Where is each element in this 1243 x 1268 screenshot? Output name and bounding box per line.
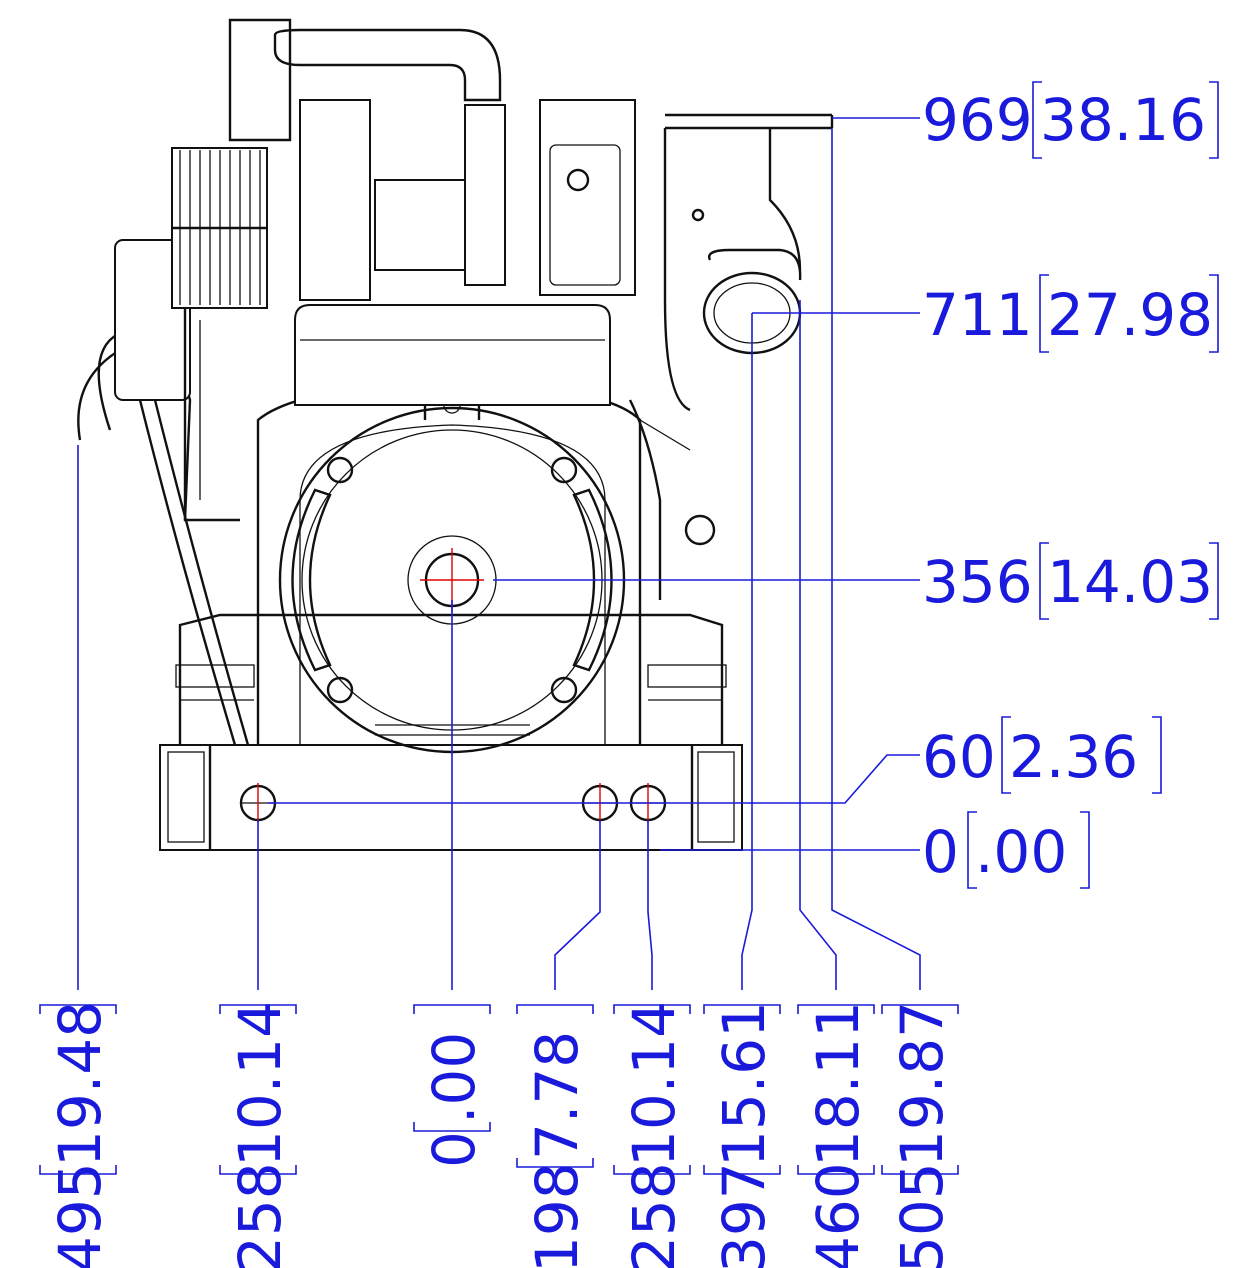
dim-495-mm: 495 [46,1162,114,1268]
dim-969-inch: 38.16 [1040,86,1206,154]
dim-505-mm: 505 [888,1162,956,1268]
dimension-0-horizontal: 0 .00 [922,811,1090,889]
exhaust-elbow [663,113,834,412]
dimension-198: 198 7.78 [516,1004,594,1268]
dim-0-h-mm: 0 [922,818,959,886]
dimension-258-left: 258 10.14 [219,1001,297,1268]
dim-0-v-mm: 0 [420,1131,488,1168]
dimension-0-vertical: 0 .00 [413,1004,491,1168]
dim-505-inch: 19.87 [888,1001,956,1167]
dim-60-mm: 60 [922,723,996,791]
dim-495-inch: 19.48 [46,1001,114,1167]
dim-397-inch: 15.61 [710,1001,778,1167]
dimension-60: 60 2.36 [922,716,1162,794]
radiator-tank [299,99,371,301]
dim-460-inch: 18.11 [804,1001,872,1167]
dim-711-inch: 27.98 [1047,281,1213,349]
dim-0-v-inch: .00 [420,1032,488,1124]
dimension-397: 397 15.61 [703,1001,781,1268]
base-skid [159,744,743,851]
engine-outline [77,18,834,851]
dim-356-mm: 356 [922,548,1033,616]
upper-cover [294,304,611,406]
dimension-495: 495 19.48 [39,1001,117,1268]
dim-258b-mm: 258 [620,1162,688,1268]
dim-198-mm: 198 [523,1162,591,1268]
fuel-pump-block [539,99,636,296]
dim-258b-inch: 10.14 [620,1001,688,1167]
dim-258a-inch: 10.14 [226,1001,294,1167]
air-filter [171,147,268,309]
dimension-711: 711 27.98 [922,274,1219,353]
dimension-356: 356 14.03 [922,542,1219,620]
dim-460-mm: 460 [804,1162,872,1268]
dim-0-h-inch: .00 [975,818,1067,886]
dimension-505: 505 19.87 [881,1001,959,1268]
dimension-969: 969 38.16 [922,81,1219,159]
dimension-leaders [77,117,921,990]
dim-60-inch: 2.36 [1009,723,1138,791]
dim-258a-mm: 258 [226,1162,294,1268]
dim-198-inch: 7.78 [523,1031,591,1160]
dim-969-mm: 969 [922,86,1033,154]
dimension-460: 460 18.11 [797,1001,875,1268]
dimension-258-right: 258 10.14 [613,1001,691,1268]
dim-397-mm: 397 [710,1162,778,1268]
dim-711-mm: 711 [922,281,1033,349]
dim-356-inch: 14.03 [1047,548,1213,616]
